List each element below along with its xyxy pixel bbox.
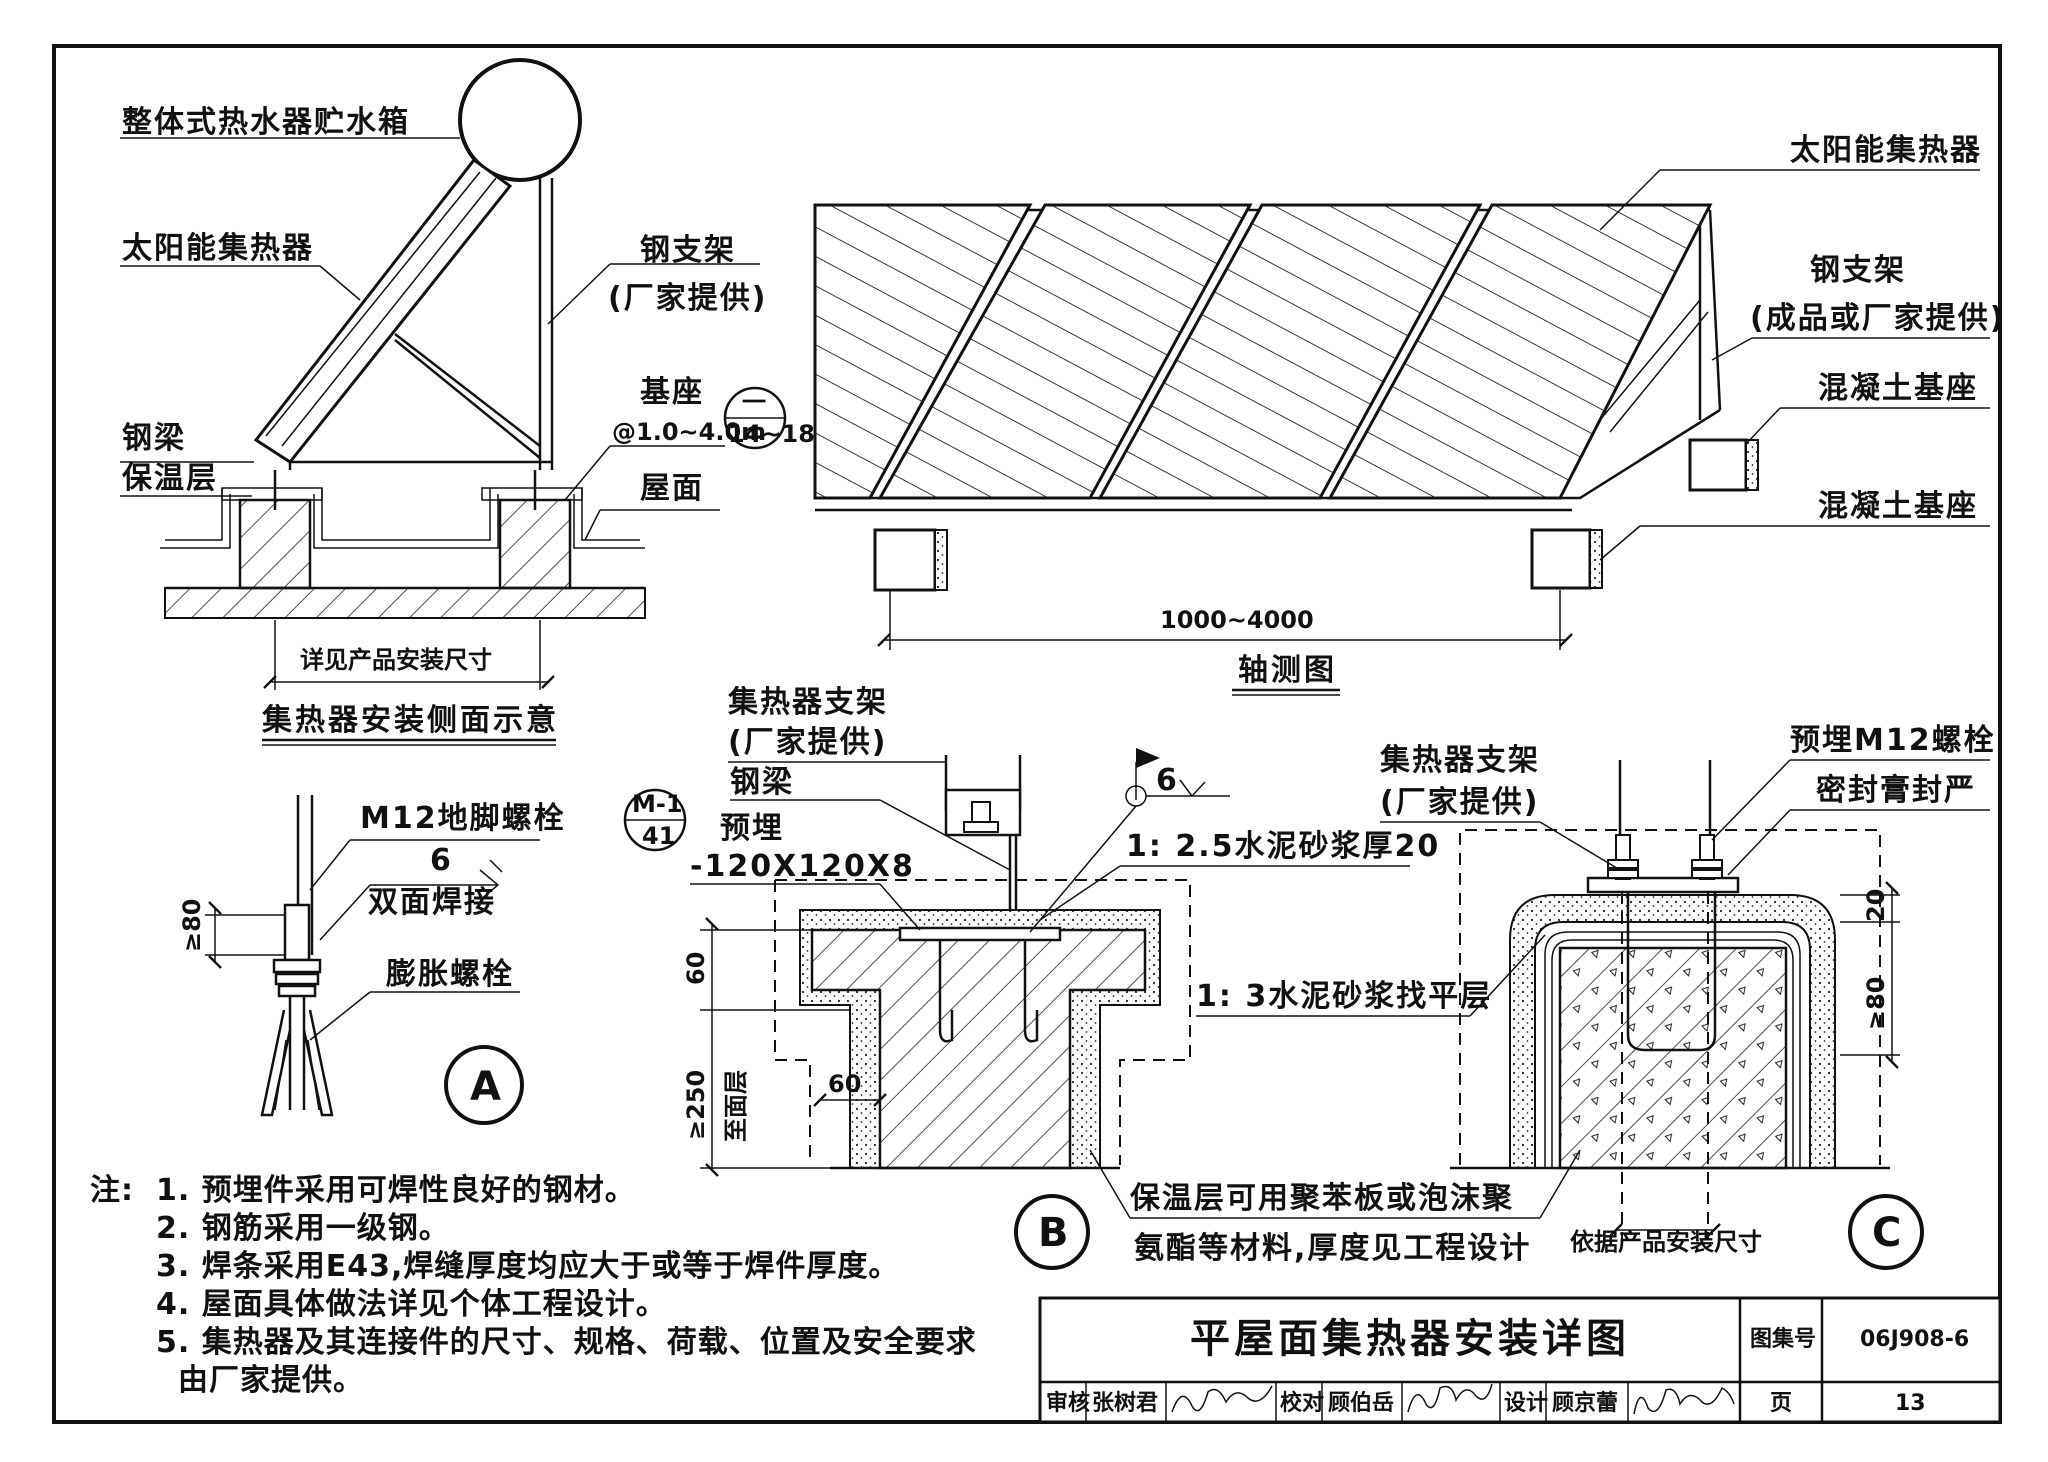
signature-review	[1171, 1385, 1273, 1413]
tb-page-label: 页	[1770, 1391, 1792, 1416]
tb-design-label: 设计	[1504, 1391, 1548, 1416]
signature-check	[1407, 1383, 1493, 1413]
label-iso-bracket: 钢支架	[1810, 253, 1906, 288]
label-side-insulation: 保温层	[122, 461, 218, 496]
label-tank: 整体式热水器贮水箱	[122, 105, 410, 140]
c-dim-20: 20	[1862, 889, 1890, 922]
iso-dim-text: 1000~4000	[1160, 606, 1314, 634]
tb-design-name: 顾京蕾	[1552, 1390, 1618, 1416]
label-iso-collector: 太阳能集热器	[1790, 133, 1982, 168]
marker-c: C	[1872, 1210, 1905, 1256]
b-dim-250-sub: 至面层	[722, 1070, 750, 1142]
c-dim-80: ≥80	[1862, 976, 1890, 1030]
label-side-collector: 太阳能集热器	[122, 231, 314, 266]
iso-view: 1000~4000 轴测图 太阳能集热器 钢支架 (成品或厂家提供) 混凝土基座…	[813, 133, 2005, 696]
detail-a: ≥80 M12地脚螺栓 6 双面焊接 膨胀螺栓 A	[178, 795, 566, 1125]
iso-base-left	[873, 528, 937, 592]
label-a-weld-size: 6	[430, 843, 453, 878]
tb-atlas-no: 06J908-6	[1860, 1327, 1969, 1352]
label-c-embed-bolt: 预埋M12螺栓	[1790, 723, 1996, 758]
note-5: 5. 集热器及其连接件的尺寸、规格、荷载、位置及安全要求	[156, 1325, 977, 1360]
tb-check-name: 顾伯岳	[1328, 1390, 1394, 1416]
label-side-base: 基座	[640, 375, 704, 410]
iso-base-back	[1688, 438, 1748, 492]
notes: 注: 1. 预埋件采用可焊性良好的钢材。 2. 钢筋采用一级钢。 3. 焊条采用…	[90, 1173, 977, 1398]
b-ref-bottom: 41	[642, 822, 675, 850]
ref-side-bottom: 14~18	[728, 420, 815, 448]
label-a-weld: 双面焊接	[368, 885, 496, 920]
marker-c-circle	[1848, 1194, 1924, 1270]
label-b-support-sub: (厂家提供)	[728, 725, 887, 760]
b-dim-250: ≥250	[682, 1070, 710, 1140]
iso-panel-1	[813, 203, 1033, 500]
detail-a-dim: ≥80	[178, 898, 206, 952]
marker-b: B	[1038, 1210, 1073, 1256]
tb-review-name: 张树君	[1092, 1390, 1158, 1416]
iso-panel-3	[1097, 203, 1483, 500]
signature-design	[1633, 1386, 1735, 1415]
label-side-spacing: @1.0~4.0m	[612, 418, 766, 446]
label-b-embed-size: -120X120X8	[690, 849, 915, 884]
sheet-frame	[52, 44, 2002, 1424]
side-view: 详见产品安装尺寸 集热器安装侧面示意 整体式热水器贮水箱 太阳能集热器 钢支架 …	[120, 58, 815, 746]
label-a-bolt: M12地脚螺栓	[360, 801, 566, 836]
iso-base-right	[1530, 528, 1592, 590]
tb-page-no: 13	[1895, 1391, 1926, 1416]
label-a-expansion: 膨胀螺栓	[386, 957, 514, 992]
insulation-line2: 氨酯等材料,厚度见工程设计	[1134, 1231, 1531, 1266]
marker-b-circle	[1014, 1194, 1090, 1270]
label-side-bracket-sub: (厂家提供)	[608, 281, 767, 316]
side-collector	[253, 157, 513, 464]
note-2: 2. 钢筋采用一级钢。	[156, 1211, 450, 1246]
note-1: 1. 预埋件采用可焊性良好的钢材。	[156, 1173, 636, 1208]
b-dim-60-side: 60	[828, 1070, 861, 1098]
iso-panel-4	[1327, 203, 1713, 500]
b-weld-size: 6	[1156, 763, 1179, 798]
c-dim-text: 依据产品安装尺寸	[1570, 1228, 1762, 1256]
label-side-roof: 屋面	[640, 471, 704, 506]
notes-prefix: 注:	[90, 1173, 134, 1208]
tb-atlas-label: 图集号	[1750, 1326, 1816, 1352]
label-iso-base2: 混凝土基座	[1818, 489, 1978, 524]
tb-review-label: 审核	[1046, 1390, 1090, 1416]
note-3: 3. 焊条采用E43,焊缝厚度均应大于或等于焊件厚度。	[156, 1249, 899, 1284]
label-c-support: 集热器支架	[1379, 743, 1540, 778]
label-b-embed: 预埋	[720, 811, 784, 846]
insulation-line1: 保温层可用聚苯板或泡沫聚	[1130, 1181, 1514, 1216]
label-iso-base1: 混凝土基座	[1818, 371, 1978, 406]
b-ref-top: M-1	[632, 790, 683, 818]
ref-side-top: 一	[742, 388, 766, 416]
insulation-note: 保温层可用聚苯板或泡沫聚 氨酯等材料,厚度见工程设计	[1089, 1149, 1581, 1266]
marker-a: A	[470, 1064, 505, 1110]
marker-a-circle	[444, 1045, 524, 1125]
label-b-mortar: 1: 2.5水泥砂浆厚20	[1126, 829, 1440, 864]
iso-panel-2	[877, 203, 1253, 500]
iso-view-title: 轴测图	[1238, 653, 1337, 688]
label-iso-bracket-sub: (成品或厂家提供)	[1750, 301, 2005, 336]
label-side-beam: 钢梁	[122, 421, 186, 456]
b-dim-60-top: 60	[682, 952, 710, 985]
label-c-support-sub: (厂家提供)	[1380, 785, 1539, 820]
tb-check-label: 校对	[1280, 1390, 1324, 1416]
side-dim-text: 详见产品安装尺寸	[300, 646, 492, 674]
detail-b: 6 集热器支架 (厂家提供) 钢梁 M-1 41 预埋 -120X120X8 1…	[623, 685, 1440, 1270]
title-block: 平屋面集热器安装详图 图集号 06J908-6 页 13 审核 张树君 校对 顾…	[1038, 1296, 2002, 1424]
label-b-beam: 钢梁	[730, 765, 794, 800]
storage-tank	[458, 58, 582, 182]
label-c-seal: 密封膏封严	[1816, 773, 1976, 808]
note-4: 4. 屋面具体做法详见个体工程设计。	[156, 1287, 667, 1322]
detail-c: 20 ≥80 集热器支架 (厂家提供) 预埋M12螺栓 密封膏封严 1: 3水泥…	[1196, 723, 1996, 1270]
tb-title: 平屋面集热器安装详图	[1190, 1316, 1630, 1362]
note-5-cont: 由厂家提供。	[178, 1363, 364, 1398]
label-side-bracket: 钢支架	[640, 233, 736, 268]
side-view-title: 集热器安装侧面示意	[261, 703, 559, 738]
label-b-support: 集热器支架	[727, 685, 888, 720]
label-c-leveling: 1: 3水泥砂浆找平层	[1196, 979, 1492, 1014]
